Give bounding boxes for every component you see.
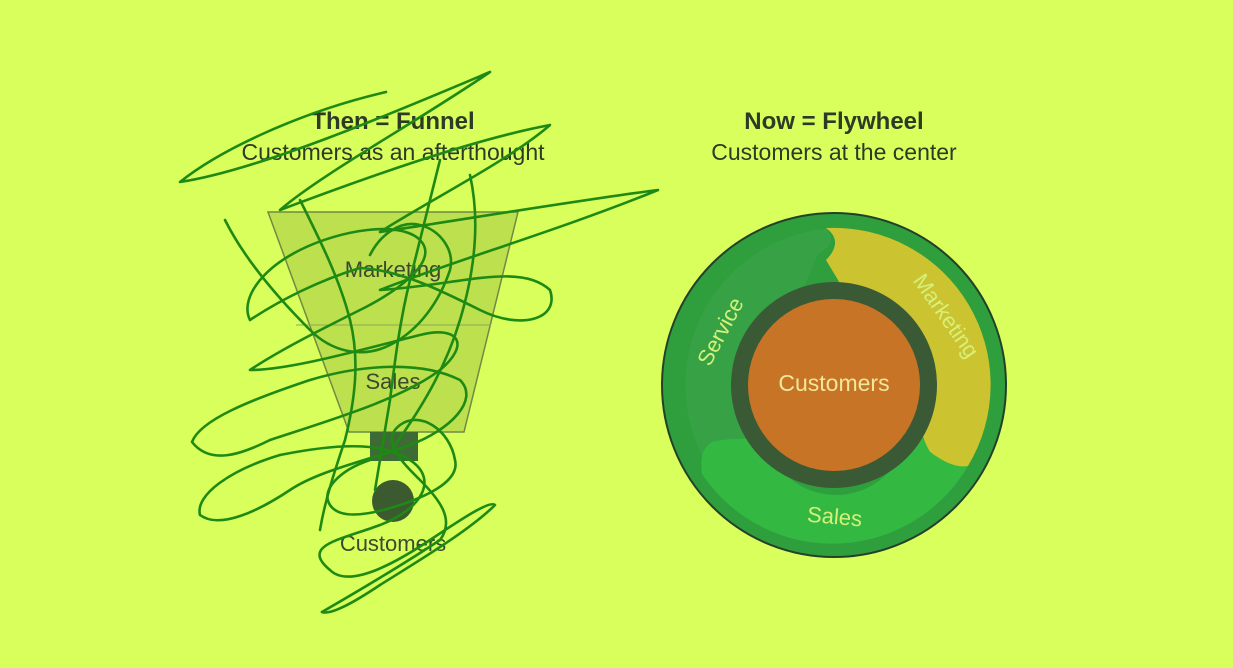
funnel-stage-marketing: Marketing: [345, 257, 442, 282]
wheel-segment-sales: [701, 406, 968, 544]
wheel-center-customers: Customers: [778, 370, 889, 396]
scribble-overlay: [178, 70, 660, 614]
flywheel-title: Now = Flywheel: [744, 108, 923, 135]
flywheel-subtitle: Customers at the center: [711, 139, 957, 165]
wheel-label-sales: Sales: [806, 502, 863, 532]
funnel-outcome-customers: Customers: [340, 531, 446, 556]
wheel-center: [748, 299, 920, 471]
wheel-segment-service: [685, 228, 834, 455]
flywheel-diagram: Now = Flywheel Customers at the center C…: [661, 108, 1007, 558]
funnel-diagram: Then = Funnel Customers as an afterthoug…: [178, 70, 660, 614]
funnel-body: [266, 211, 519, 433]
